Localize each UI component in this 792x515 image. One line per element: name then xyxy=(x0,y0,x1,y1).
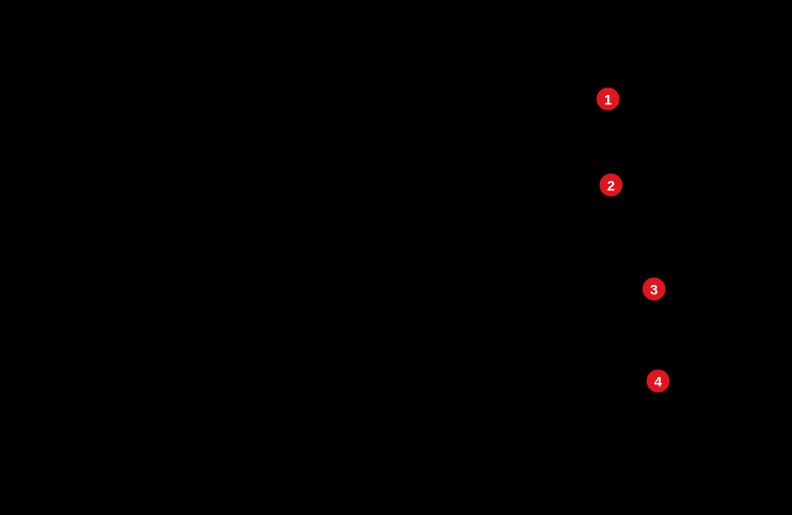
callout-marker-4-label: 4 xyxy=(654,373,662,389)
callout-marker-3-label: 3 xyxy=(650,281,658,297)
callout-marker-1: 1 xyxy=(596,87,620,111)
callout-marker-2-label: 2 xyxy=(607,177,615,193)
callout-marker-2: 2 xyxy=(599,173,623,197)
callout-marker-3: 3 xyxy=(642,277,666,301)
callout-marker-1-label: 1 xyxy=(604,91,612,107)
callout-marker-4: 4 xyxy=(646,369,670,393)
